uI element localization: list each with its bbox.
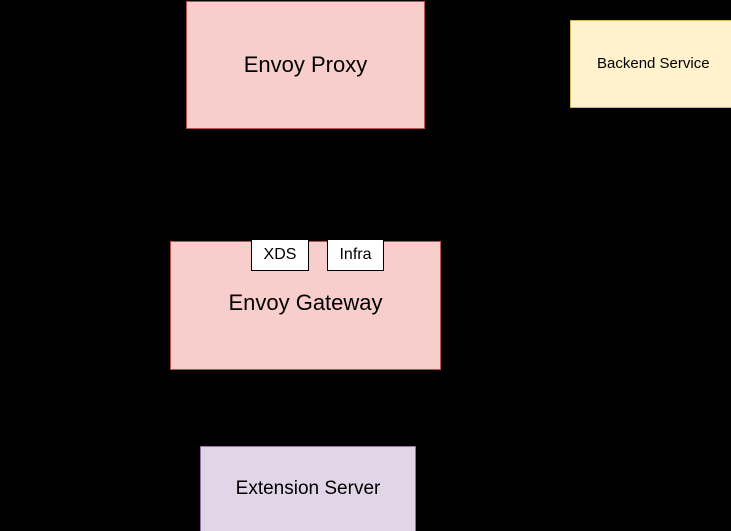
node-envoy-proxy[interactable]: Envoy Proxy [186, 1, 425, 129]
node-xds-label: XDS [263, 246, 297, 263]
node-envoy-proxy-label: Envoy Proxy [243, 52, 368, 78]
node-envoy-gateway-label: Envoy Gateway [228, 290, 383, 315]
node-xds[interactable]: XDS [251, 239, 309, 271]
node-extension-server[interactable]: Extension Server [200, 446, 416, 531]
node-backend-service[interactable]: Backend Service [570, 20, 731, 108]
node-extension-server-label: Extension Server [235, 478, 381, 499]
node-infra[interactable]: Infra [327, 239, 384, 271]
node-backend-service-label: Backend Service [597, 55, 710, 73]
node-infra-label: Infra [339, 246, 372, 263]
